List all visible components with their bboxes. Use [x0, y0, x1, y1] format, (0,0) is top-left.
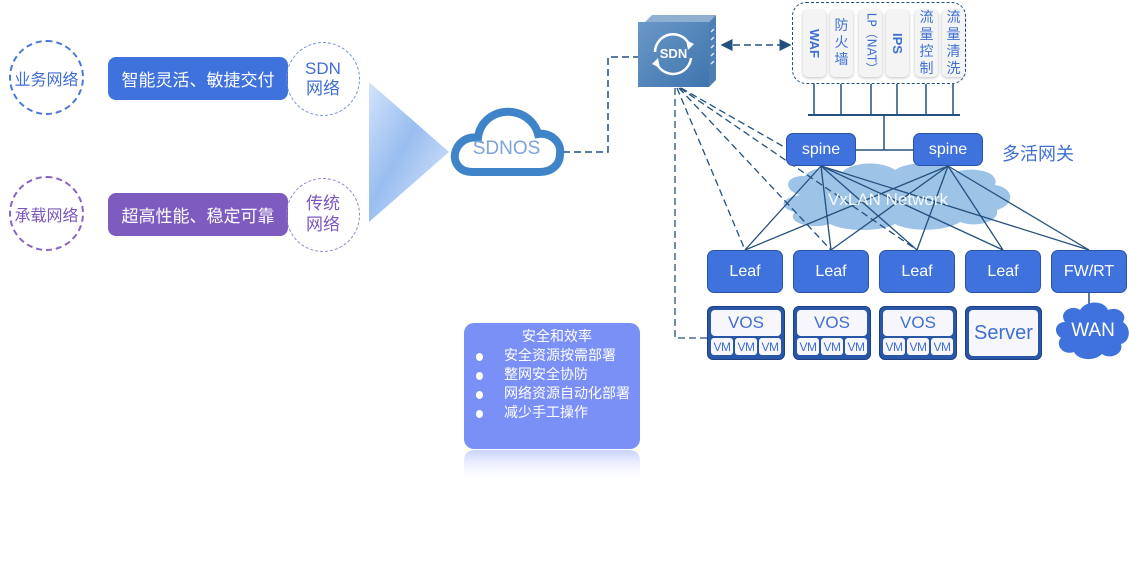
security-item-label: 流 量 控 制	[919, 9, 934, 77]
vm-label: VM	[735, 338, 757, 355]
leaf-node-2: Leaf	[793, 250, 869, 293]
gateway-label: 多活网关	[1002, 144, 1074, 165]
security-item-waf: WAF	[803, 10, 826, 77]
network-type-line: 网络	[306, 215, 340, 235]
security-item-label: 防 火 墙	[834, 18, 849, 68]
server-host: Server	[965, 306, 1042, 360]
security-item-firewall: 防 火 墙	[830, 10, 853, 77]
leaf-node-1: Leaf	[707, 250, 783, 293]
feature-label: 智能灵活、敏捷交付	[121, 71, 275, 91]
security-item-traffic-scrubbing: 流 量 清 洗	[942, 10, 965, 77]
info-box-item: 安全资源按需部署	[464, 347, 640, 366]
spine-node-1: spine	[786, 133, 856, 166]
security-item-traffic-control: 流 量 控 制	[915, 10, 938, 77]
feature-label: 超高性能、稳定可靠	[121, 207, 275, 227]
management-links	[674, 87, 918, 339]
vm-label: VM	[821, 338, 843, 355]
info-box-list: 安全资源按需部署 整网安全协防 网络资源自动化部署 减少手工操作	[464, 347, 640, 423]
vm-label: VM	[845, 338, 867, 355]
bullet-icon	[476, 353, 483, 361]
leaf-label: Leaf	[729, 262, 761, 280]
vos-label: VOS	[883, 310, 953, 336]
vxlan-label: VxLAN Network	[828, 190, 948, 209]
security-item-ips: IPS	[886, 10, 909, 77]
vos-label: VOS	[797, 310, 867, 336]
fabric-links	[744, 165, 1090, 251]
vm-label: VM	[907, 338, 929, 355]
leaf-label: Leaf	[987, 262, 1019, 280]
vm-label: VM	[797, 338, 819, 355]
feature-pill-sdn: 智能灵活、敏捷交付	[108, 57, 288, 100]
security-efficiency-box: 安全和效率 安全资源按需部署 整网安全协防 网络资源自动化部署 减少手工操作	[464, 323, 640, 449]
security-services-group	[792, 2, 966, 84]
info-box-title: 安全和效率	[522, 329, 592, 345]
security-item-label: WAF	[807, 29, 823, 58]
cloud-icon	[450, 107, 565, 176]
info-box-item: 减少手工操作	[464, 404, 640, 423]
sdnos-label: SDNOS	[472, 138, 541, 159]
info-box-reflection	[464, 450, 640, 484]
security-bus	[808, 84, 960, 151]
vm-label: VM	[883, 338, 905, 355]
category-circle-bearer: 承载网络	[9, 176, 84, 251]
feature-pill-traditional: 超高性能、稳定可靠	[108, 193, 288, 236]
category-label: 承载网络	[14, 205, 79, 225]
vos-host-3: VOS VM VM VM	[879, 306, 957, 360]
info-box-item: 网络资源自动化部署	[464, 385, 640, 404]
network-type-line: 传统	[306, 194, 340, 214]
vm-label: VM	[711, 338, 733, 355]
wan-cloud-shape	[1055, 302, 1129, 360]
spine-label: spine	[928, 140, 968, 158]
info-box-item: 整网安全协防	[464, 366, 640, 385]
fw-rt-label: FW/RT	[1063, 262, 1115, 280]
leaf-node-3: Leaf	[879, 250, 955, 293]
sdn-controller-icon	[638, 15, 716, 87]
network-type-circle-sdn: SDN 网络	[286, 42, 360, 116]
vos-label: VOS	[711, 310, 781, 336]
wan-label: WAN	[1071, 320, 1115, 341]
bullet-icon	[476, 410, 483, 418]
server-label: Server	[969, 310, 1038, 356]
network-type-circle-traditional: 传统 网络	[286, 178, 360, 252]
spine-label: spine	[801, 140, 841, 158]
spine-node-2: spine	[913, 133, 983, 166]
vos-host-1: VOS VM VM VM	[707, 306, 785, 360]
vm-label: VM	[759, 338, 781, 355]
info-box-item-text: 整网安全协防	[504, 367, 588, 383]
leaf-node-4: Leaf	[965, 250, 1041, 293]
vos-host-2: VOS VM VM VM	[793, 306, 871, 360]
security-item-label: LP（NAT）	[864, 12, 879, 75]
security-item-label: IPS	[890, 33, 905, 54]
category-circle-business: 业务网络	[9, 40, 84, 115]
leaf-label: Leaf	[815, 262, 847, 280]
info-box-item-text: 网络资源自动化部署	[504, 386, 630, 402]
security-item-label: 流 量 清 洗	[946, 9, 961, 77]
network-type-line: SDN	[305, 59, 341, 78]
vm-label: VM	[931, 338, 953, 355]
vxlan-cloud-shape	[783, 163, 1011, 230]
flow-triangle	[369, 82, 449, 222]
sdnos-controller-link	[563, 56, 638, 153]
fw-rt-node: FW/RT	[1051, 250, 1127, 293]
bullet-icon	[476, 391, 483, 399]
category-label: 业务网络	[14, 69, 79, 89]
info-box-item-text: 减少手工操作	[504, 405, 588, 421]
network-type-line: 网络	[306, 79, 340, 99]
sdnos-cloud: SDNOS	[450, 100, 565, 180]
info-box-item-text: 安全资源按需部署	[504, 348, 616, 364]
controller-label: SDN	[659, 46, 688, 61]
security-item-lp-nat: LP（NAT）	[859, 10, 882, 77]
bullet-icon	[476, 372, 483, 380]
leaf-label: Leaf	[901, 262, 933, 280]
